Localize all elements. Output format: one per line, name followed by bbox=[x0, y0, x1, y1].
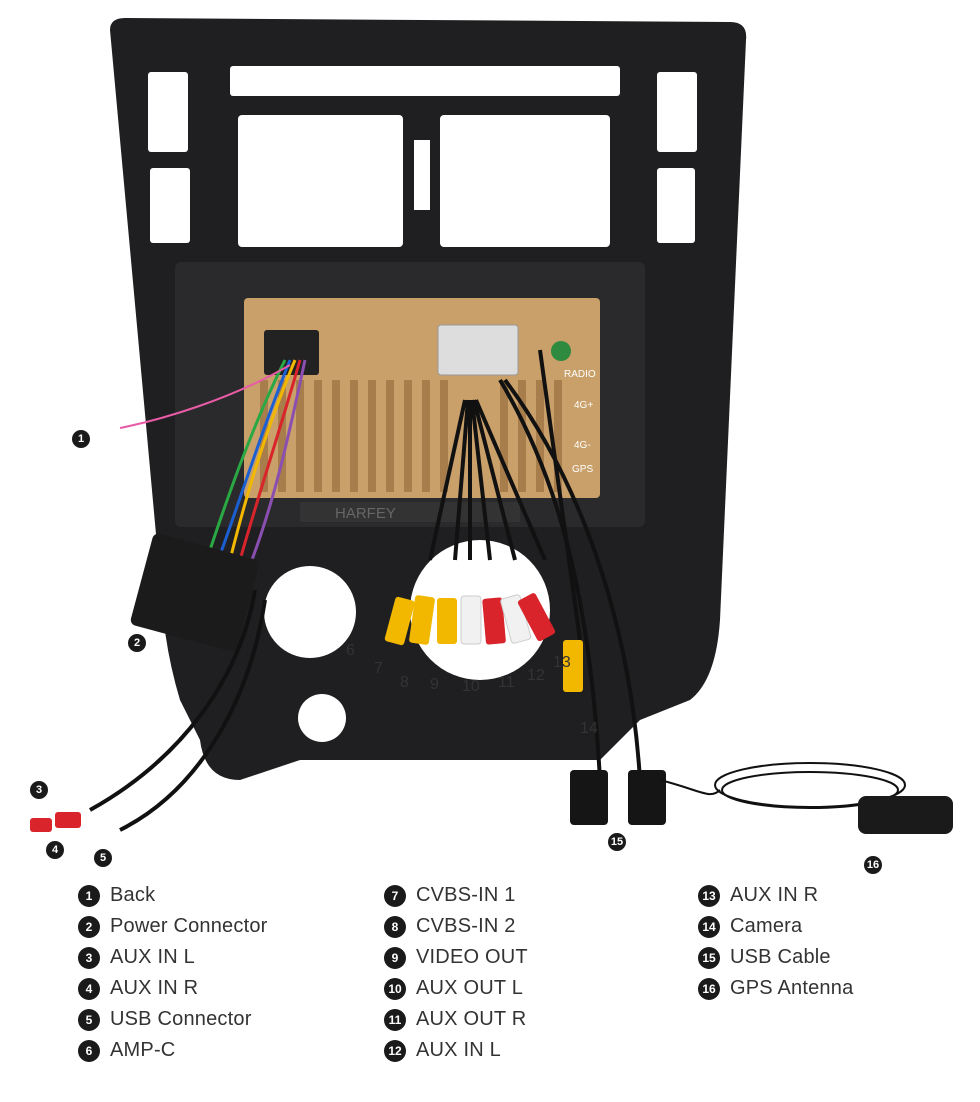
callout-3: 3 bbox=[30, 780, 48, 799]
cutout-small bbox=[298, 694, 346, 742]
cutout-round bbox=[264, 566, 356, 658]
callout-4: 4 bbox=[46, 840, 64, 859]
callout-5: 5 bbox=[94, 848, 112, 867]
av-cable-bundle bbox=[89, 349, 642, 832]
radio-label: RADIO bbox=[564, 369, 596, 380]
vent-left bbox=[238, 115, 403, 247]
callout-12: 12 bbox=[527, 667, 545, 684]
callout-13: 13 bbox=[553, 654, 571, 671]
callout-2: 2 bbox=[128, 633, 146, 652]
vent-top bbox=[230, 66, 620, 96]
lte2-label: 4G- bbox=[574, 440, 591, 451]
usb-end-1 bbox=[570, 770, 608, 825]
lte1-label: 4G+ bbox=[574, 400, 593, 411]
callout-15: 15 bbox=[608, 832, 626, 851]
callout-11: 11 bbox=[498, 674, 515, 691]
callout-14: 14 bbox=[580, 720, 598, 737]
rca-plugs bbox=[30, 593, 583, 832]
callout-6: 6 bbox=[346, 642, 355, 659]
heatsink-fins bbox=[260, 380, 562, 492]
side-window-bl bbox=[150, 168, 190, 243]
slot-center bbox=[414, 140, 430, 210]
data-socket bbox=[437, 324, 519, 376]
callout-9: 9 bbox=[430, 676, 439, 693]
callout-1: 1 bbox=[72, 429, 90, 448]
side-window-br bbox=[657, 168, 695, 243]
radio-jack bbox=[551, 341, 571, 361]
product-photo: HARFEY RADIO 4G+ 4G- GPS bbox=[30, 18, 953, 874]
brand-text: HARFEY bbox=[335, 505, 396, 522]
head-unit-illustration: HARFEY RADIO 4G+ 4G- GPS bbox=[30, 18, 953, 834]
gps-cable-coil bbox=[659, 762, 906, 809]
power-connector bbox=[130, 533, 259, 652]
usb-end-2 bbox=[628, 770, 666, 825]
callout-10: 10 bbox=[462, 678, 480, 695]
vent-right bbox=[440, 115, 610, 247]
side-window-tr bbox=[657, 72, 697, 152]
callout-8: 8 bbox=[400, 674, 409, 691]
gps-label: GPS bbox=[572, 464, 593, 475]
callout-7: 7 bbox=[374, 660, 383, 677]
brand-strip bbox=[300, 502, 520, 522]
side-window-tl bbox=[148, 72, 188, 152]
callout-16: 16 bbox=[864, 855, 882, 874]
wire-harness bbox=[119, 359, 307, 566]
gps-antenna-puck bbox=[858, 796, 953, 834]
